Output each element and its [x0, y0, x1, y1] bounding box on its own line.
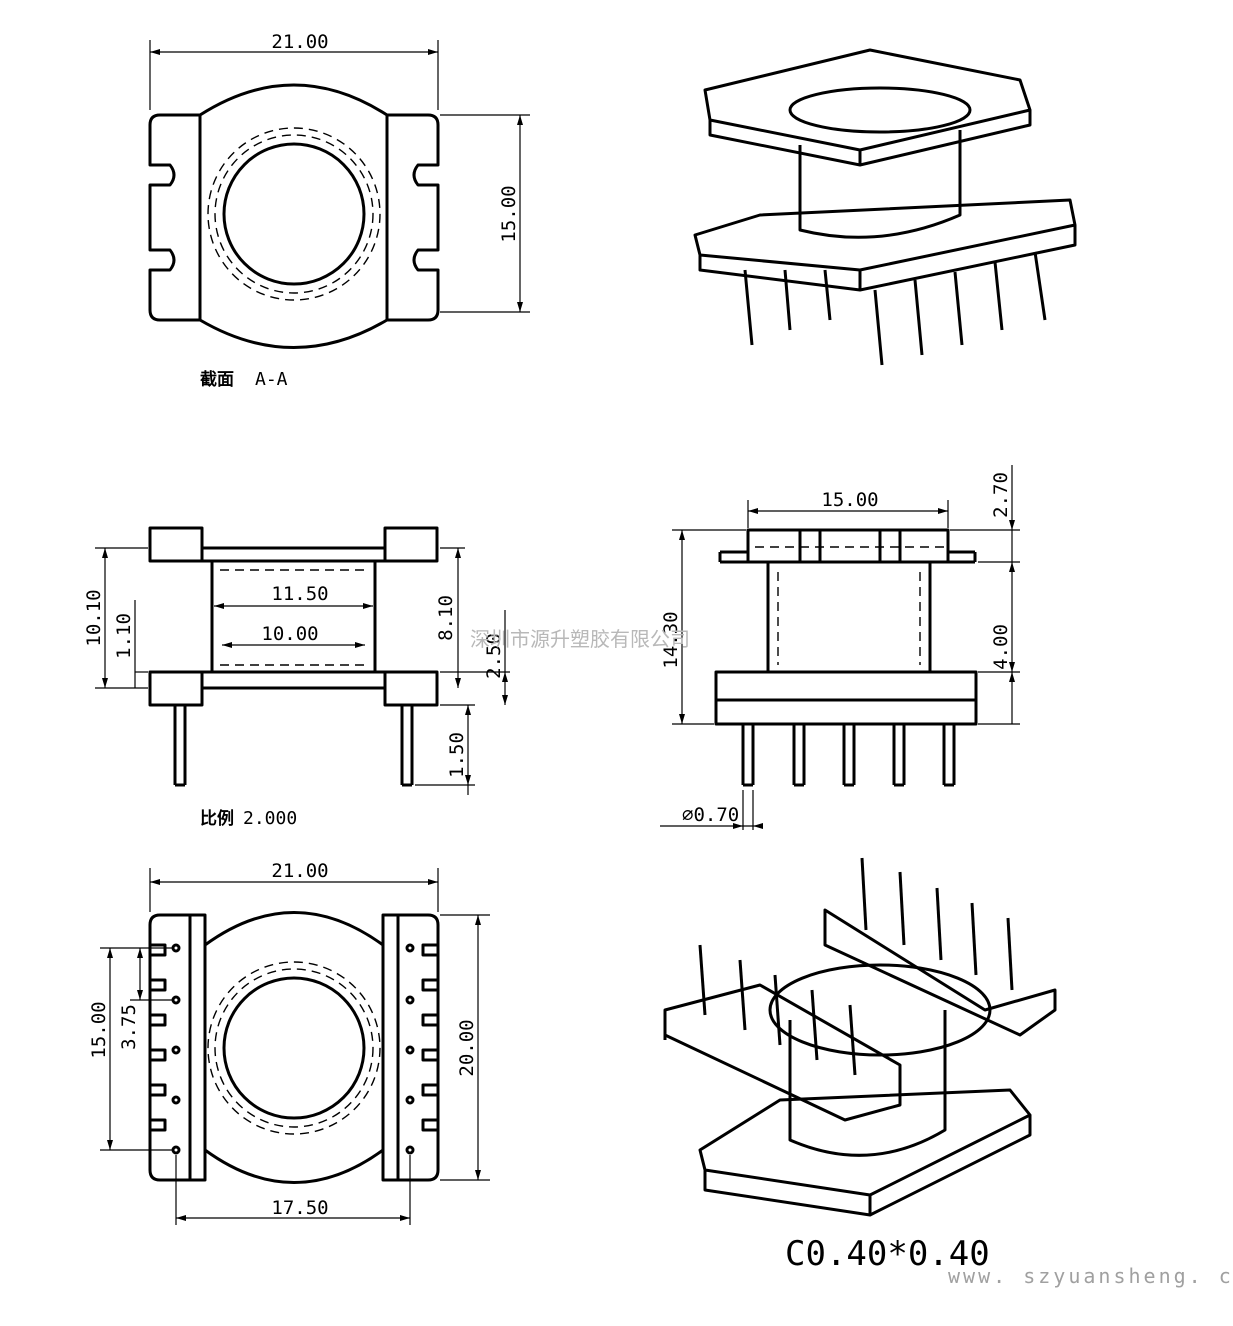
dim-side-inner-width: 11.50: [271, 583, 328, 605]
scale-label: 比例: [200, 808, 234, 829]
dim-front-base: 4.00: [990, 624, 1012, 670]
dim-top-height: 15.00: [498, 185, 520, 242]
dim-bottom-width: 21.00: [271, 860, 328, 882]
dim-side-inner-width2: 10.00: [261, 623, 318, 645]
dim-front-width: 15.00: [821, 489, 878, 511]
dim-pin-diameter: ∅0.70: [682, 804, 739, 826]
bottom-view: 21.00 20.00 15.00 3.75 17.50: [88, 860, 490, 1225]
dim-side-flange: 1.10: [113, 613, 135, 659]
scale-value: 2.000: [243, 808, 297, 829]
isometric-view-bottom: C0.40*0.40: [663, 857, 1057, 1274]
dim-bottom-height: 20.00: [456, 1019, 478, 1076]
chamfer-note: C0.40*0.40: [785, 1234, 990, 1274]
dim-front-height: 14.30: [660, 611, 682, 668]
dim-bottom-pitch-total: 15.00: [88, 1001, 110, 1058]
company-watermark: 深圳市源升塑胶有限公司: [470, 627, 690, 651]
isometric-view-top: [693, 48, 1077, 366]
dim-side-pin: 1.50: [446, 732, 468, 778]
dim-side-core-height: 8.10: [435, 595, 457, 641]
section-value: A-A: [255, 369, 288, 390]
dim-bottom-pitch: 3.75: [118, 1004, 140, 1050]
dim-top-width: 21.00: [271, 31, 328, 53]
dim-front-top: 2.70: [990, 472, 1012, 518]
front-view: 15.00 2.70 4.00 14.30 ∅0.70: [660, 465, 1020, 830]
side-view: 11.50 10.00 10.10 1.10 8.10 2.50 1.50 比例…: [83, 526, 510, 829]
dim-side-offset: 2.50: [483, 633, 505, 679]
dim-bottom-span: 17.50: [271, 1197, 328, 1219]
website-watermark: www. szyuansheng. com: [948, 1264, 1233, 1288]
section-label: 截面: [200, 369, 234, 390]
top-view: 21.00 15.00 截面 A-A: [148, 31, 530, 390]
dim-side-total-height: 10.10: [83, 589, 105, 646]
